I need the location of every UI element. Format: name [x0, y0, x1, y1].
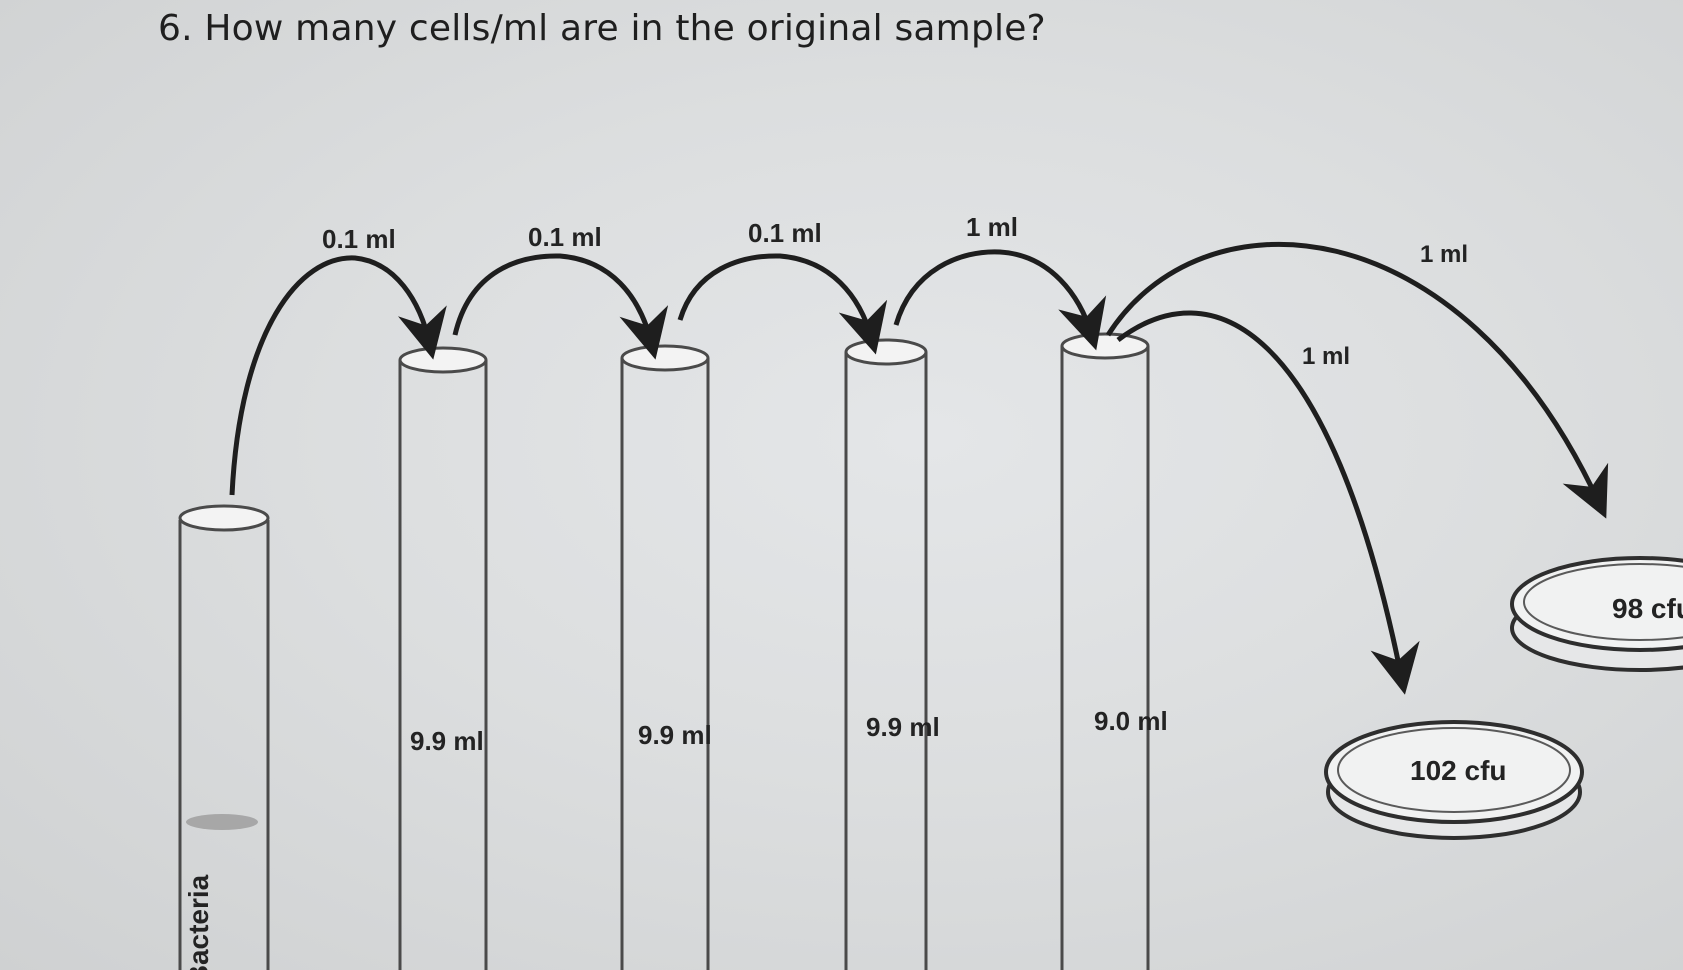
transfer-arrows [229, 241, 1609, 695]
tube-3-volume: 9.9 ml [866, 712, 940, 742]
plate-transfer-label-far: 1 ml [1420, 241, 1468, 268]
transfer-label-3: 0.1 ml [748, 218, 822, 248]
tube-4-volume: 9.0 ml [1094, 706, 1168, 736]
tube-4: 9.0 ml [1060, 332, 1168, 970]
plate-far: 98 cfu [1510, 556, 1683, 672]
plate-near-count: 102 cfu [1410, 755, 1507, 786]
transfer-arrow-1 [229, 255, 447, 496]
liquid-band [186, 814, 258, 830]
bacteria-label: Bacteria [183, 874, 214, 970]
tube-3: 9.9 ml [844, 338, 940, 970]
tube-2: 9.9 ml [620, 344, 712, 970]
plate-near: 102 cfu [1324, 720, 1584, 840]
plate-arrow-near [1116, 310, 1420, 695]
transfer-label-1: 0.1 ml [322, 224, 396, 254]
plate-transfer-label-near: 1 ml [1302, 343, 1350, 370]
plate-arrow-far [1105, 241, 1609, 519]
transfer-label-4: 1 ml [966, 212, 1018, 242]
transfer-arrow-4 [893, 249, 1107, 351]
transfer-arrow-2 [452, 253, 669, 360]
tube-bacteria: Bacteria [178, 504, 270, 970]
plate-far-count: 98 cfu [1612, 593, 1683, 624]
tube-2-volume: 9.9 ml [638, 720, 712, 750]
tube-1: 9.9 ml [398, 346, 488, 970]
transfer-arrow-3 [677, 253, 888, 355]
transfer-label-2: 0.1 ml [528, 222, 602, 252]
question-text: 6. How many cells/ml are in the original… [158, 8, 1046, 49]
tube-1-volume: 9.9 ml [410, 726, 484, 756]
